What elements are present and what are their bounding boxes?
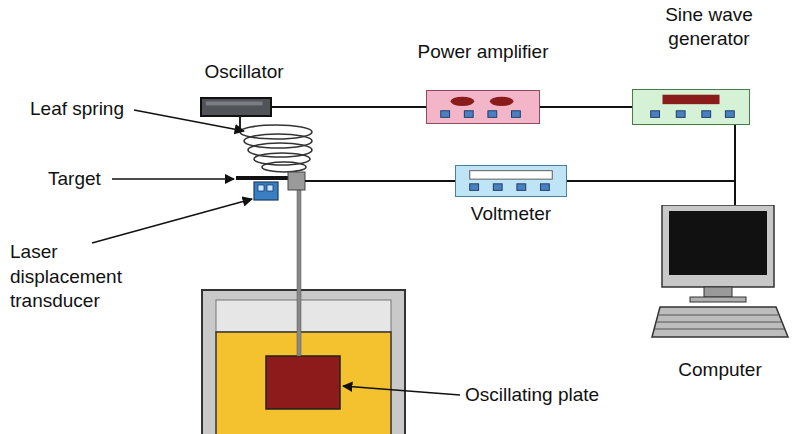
- part-label: Target: [48, 167, 101, 192]
- sensor-window: [258, 185, 264, 191]
- stem: [239, 117, 241, 128]
- clamp-block: [288, 172, 305, 190]
- part-label: Laser displacement transducer: [10, 240, 135, 314]
- device-label: Computer: [678, 358, 761, 383]
- panel-details: [202, 99, 270, 115]
- panel-details: [427, 91, 539, 123]
- computer-icon: Computer: [650, 205, 790, 340]
- oscillator-box: Oscillator: [200, 97, 272, 117]
- leaf-spring-coil: [240, 125, 312, 172]
- laser-transducer: [254, 182, 278, 200]
- amplifier-box: Power amplifier: [426, 90, 540, 124]
- signal-wire: [540, 106, 632, 108]
- device-label: Voltmeter: [471, 202, 551, 227]
- generator-box: Sine wave generator: [632, 89, 750, 125]
- signal-wire: [305, 180, 455, 182]
- signal-wire: [567, 181, 735, 205]
- oscillating-plate: [266, 356, 340, 409]
- target-bar: [236, 176, 290, 180]
- leader-arrow: [343, 386, 460, 395]
- part-label: Oscillating plate: [465, 383, 599, 408]
- panel-details: [633, 90, 749, 124]
- device-label: Sine wave generator: [654, 3, 764, 52]
- rod: [297, 188, 301, 356]
- voltmeter-box: Voltmeter: [455, 165, 567, 197]
- panel-details: [456, 166, 566, 196]
- liquid: [216, 332, 391, 434]
- panel-details: [650, 205, 790, 340]
- device-label: Power amplifier: [418, 40, 549, 65]
- tank-air-gap: [216, 300, 391, 332]
- part-label: Leaf spring: [30, 97, 124, 122]
- leader-arrow: [112, 178, 234, 180]
- sensor-window: [267, 185, 273, 191]
- signal-wire: [272, 106, 426, 108]
- tank-housing: [202, 290, 405, 434]
- device-label: Oscillator: [204, 60, 283, 85]
- leader-arrow: [92, 199, 252, 243]
